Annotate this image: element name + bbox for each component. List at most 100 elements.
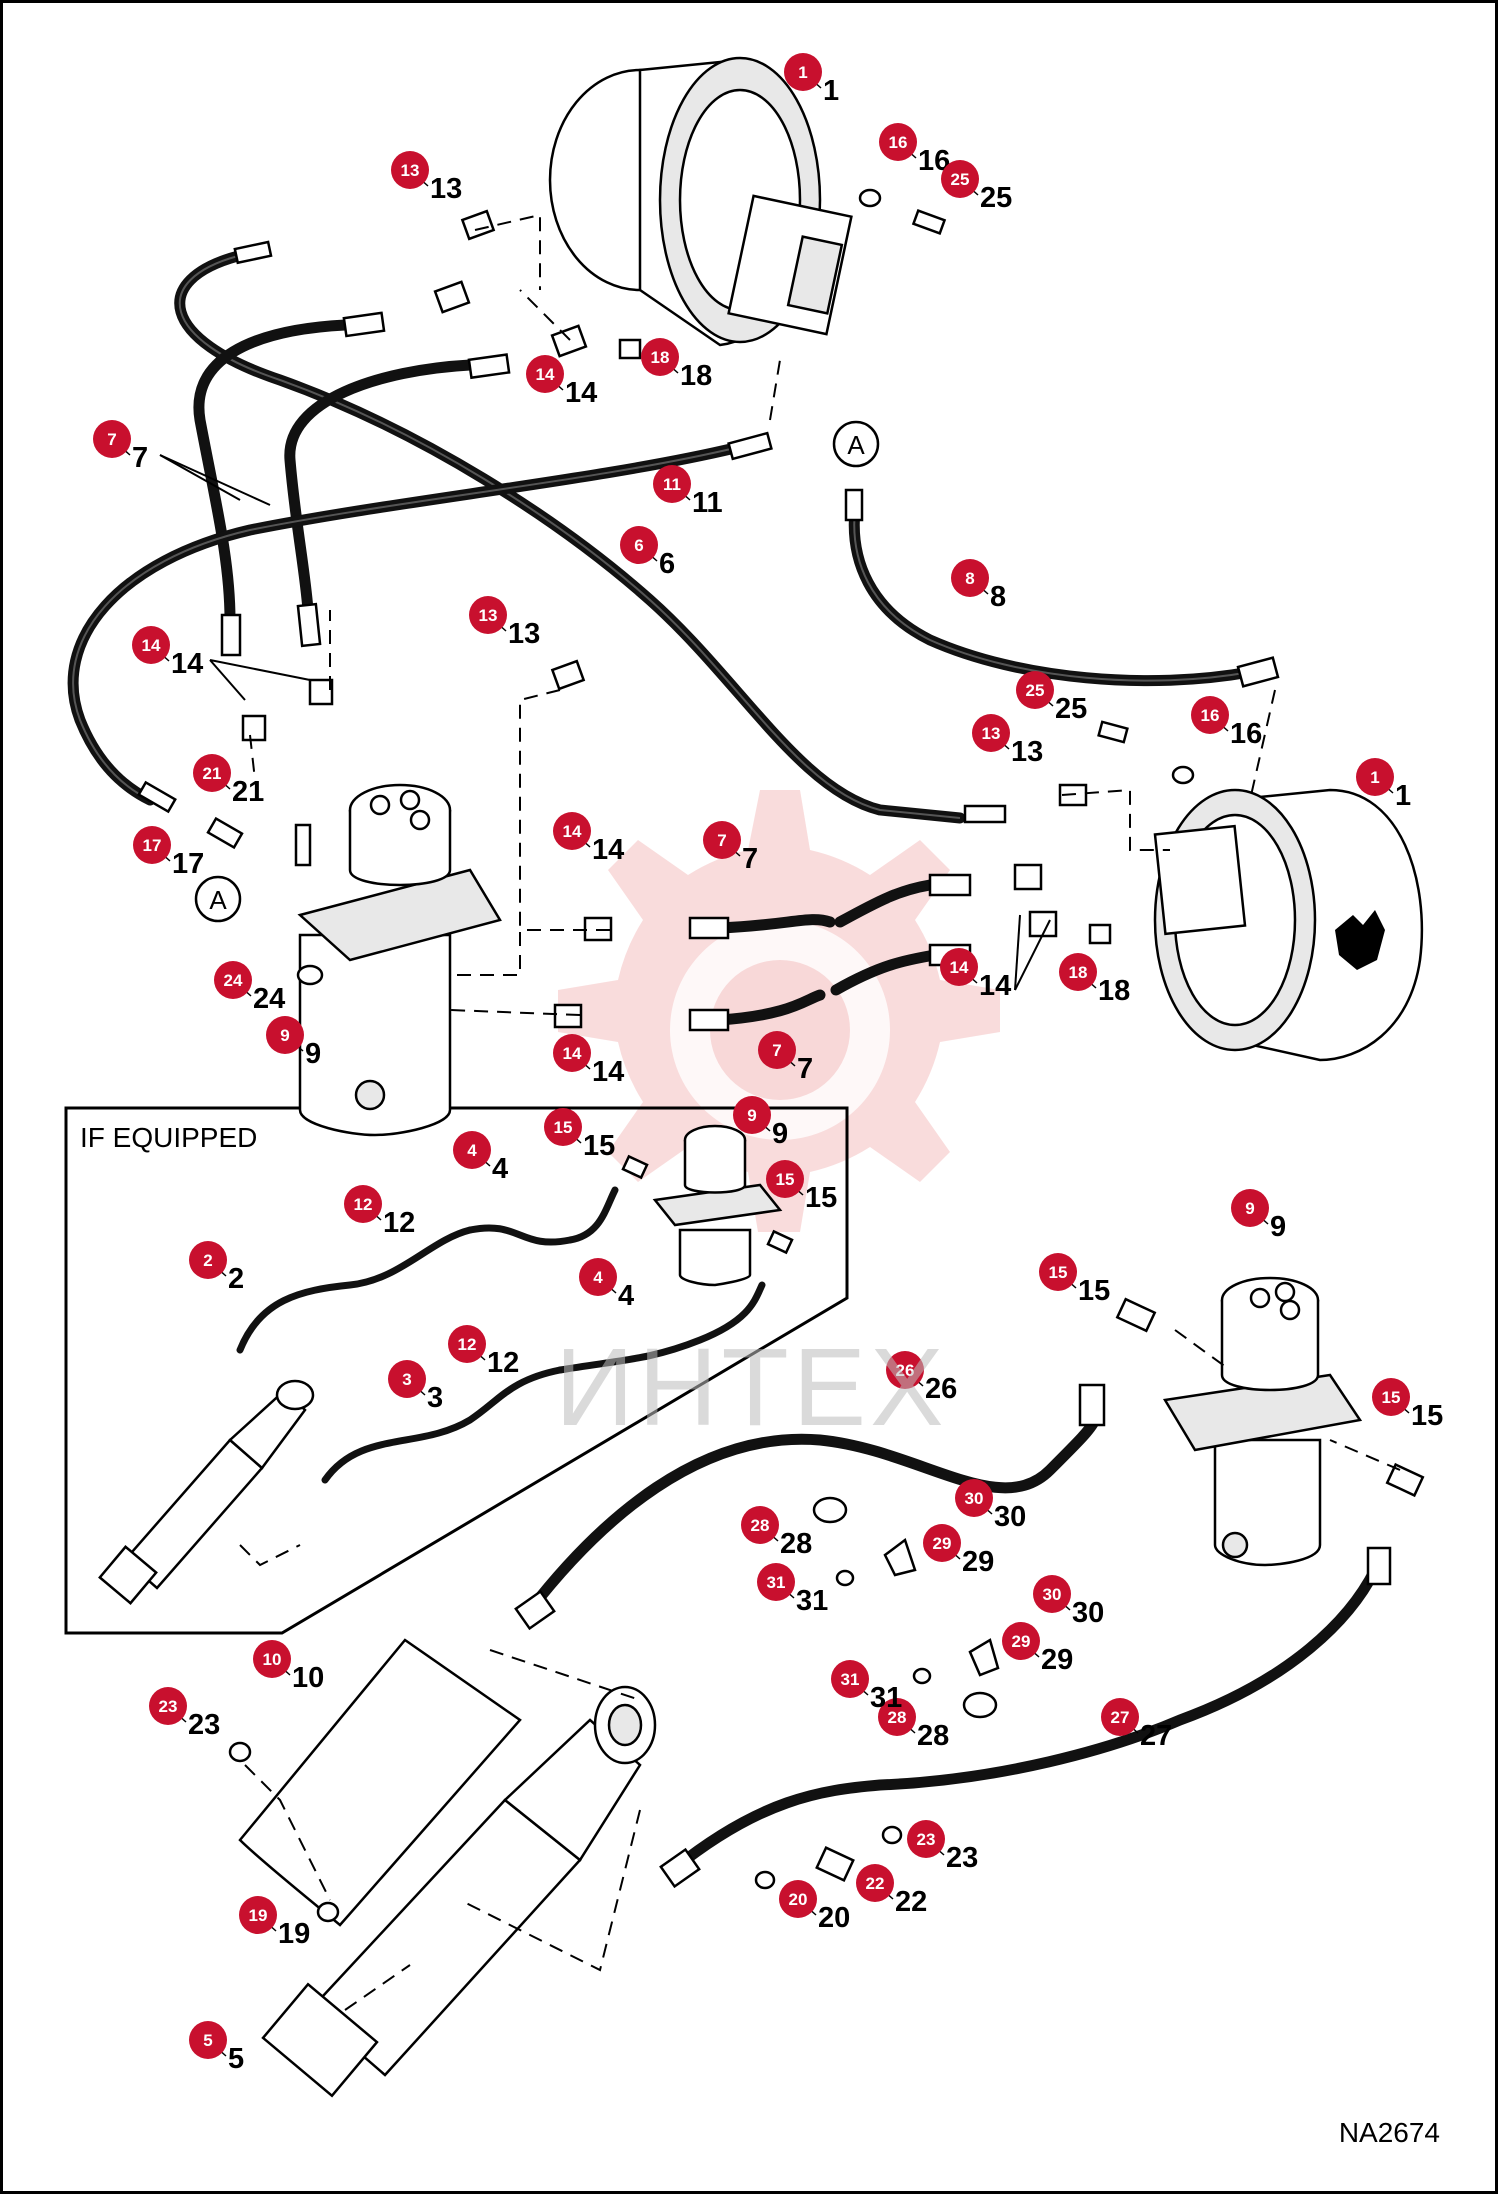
callout-c8: 88: [951, 559, 1006, 613]
callout-badge: [344, 1185, 382, 1223]
callout-badge: [941, 160, 979, 198]
callout-number: 4: [492, 1153, 508, 1185]
callout-badge: [1101, 1698, 1139, 1736]
callout-badge-number: 21: [203, 764, 222, 783]
callout-number: 4: [618, 1280, 634, 1312]
leader-lines: [159, 454, 1051, 991]
callout-badge: [526, 355, 564, 393]
callout-badge: [741, 1506, 779, 1544]
callout-badge-number: 17: [143, 836, 162, 855]
callout-badge-number: 7: [772, 1041, 781, 1060]
callout-badge: [239, 1896, 277, 1934]
callout-number: 29: [1041, 1644, 1073, 1676]
callout-badge: [758, 1031, 796, 1069]
callout-number: 14: [979, 970, 1011, 1002]
callout-number: 21: [232, 776, 264, 808]
callout-number: 1: [1395, 780, 1411, 812]
callout-badge: [189, 2021, 227, 2059]
callout-badge: [733, 1096, 771, 1134]
callout-badge: [779, 1880, 817, 1918]
callout-badge-number: 9: [280, 1026, 289, 1045]
callout-badge: [1191, 696, 1229, 734]
callout-number: 12: [487, 1347, 519, 1379]
callout-badge: [1002, 1622, 1040, 1660]
callout-number: 31: [796, 1585, 828, 1617]
callout-badge-number: 7: [107, 430, 116, 449]
callout-badge: [1059, 953, 1097, 991]
callout-badge: [703, 821, 741, 859]
callout-number: 20: [818, 1902, 850, 1934]
callout-badge-number: 14: [536, 365, 555, 384]
callout-number: 28: [917, 1720, 949, 1752]
callout-number: 9: [772, 1118, 788, 1150]
callout-number: 26: [925, 1373, 957, 1405]
callout-number: 11: [692, 487, 723, 519]
swivel-joint-inset: [652, 1124, 783, 1287]
callout-number: 25: [1055, 693, 1087, 725]
callout-badge-number: 23: [159, 1697, 178, 1716]
callout-number: 7: [132, 442, 148, 474]
guard-plate: [238, 1638, 522, 1927]
hose-26: [524, 1414, 1101, 1616]
callout-badge: [1372, 1378, 1410, 1416]
callout-badge: [469, 596, 507, 634]
callout-badge: [831, 1660, 869, 1698]
callout-badge: [214, 961, 252, 999]
callout-c4a: 44: [453, 1131, 508, 1185]
callout-badge-number: 31: [841, 1670, 860, 1689]
callout-badge: [133, 826, 171, 864]
swivel-joint-main: [297, 783, 502, 1137]
callout-badge-number: 19: [249, 1906, 268, 1925]
cylinder-main: [261, 1685, 657, 2098]
callout-badge-number: 15: [1382, 1388, 1401, 1407]
callout-number: 15: [805, 1182, 837, 1214]
reference-marker-a-left-label: A: [209, 885, 227, 915]
callout-badge-number: 31: [767, 1573, 786, 1592]
watermark-text: ИНТЕХ: [555, 1326, 947, 1449]
callout-badge: [1016, 671, 1054, 709]
callout-c5: 55: [189, 2021, 244, 2075]
callout-badge: [544, 1108, 582, 1146]
callout-number: 7: [797, 1053, 813, 1085]
inset-title: IF EQUIPPED: [80, 1122, 257, 1153]
callout-c9a: 99: [266, 1016, 321, 1070]
callout-badge-number: 16: [1201, 706, 1220, 725]
callout-badge: [766, 1160, 804, 1198]
callout-number: 23: [188, 1709, 220, 1741]
callout-badge-number: 15: [1049, 1263, 1068, 1282]
callout-badge-number: 15: [776, 1170, 795, 1189]
small-parts: [206, 188, 1425, 1923]
callout-c1a: 11: [784, 53, 839, 107]
callout-number: 24: [253, 983, 285, 1015]
callout-badge-number: 28: [888, 1708, 907, 1727]
callout-badge-number: 27: [1111, 1708, 1130, 1727]
callout-badge: [266, 1016, 304, 1054]
callout-badge-number: 4: [467, 1141, 477, 1160]
callout-layer: 1111223344445566777777889999991010111112…: [93, 53, 1443, 2075]
callout-badge: [553, 1034, 591, 1072]
callout-badge: [784, 53, 822, 91]
callout-c7c: 77: [758, 1031, 813, 1085]
callout-badge: [253, 1640, 291, 1678]
callout-badge: [653, 465, 691, 503]
callout-badge-number: 9: [747, 1106, 756, 1125]
callout-number: 13: [1011, 736, 1043, 768]
callout-c23a: 23 23: [149, 1687, 220, 1741]
callout-badge-number: 24: [224, 971, 243, 990]
callout-number: 30: [1072, 1597, 1104, 1629]
callout-badge: [972, 714, 1010, 752]
